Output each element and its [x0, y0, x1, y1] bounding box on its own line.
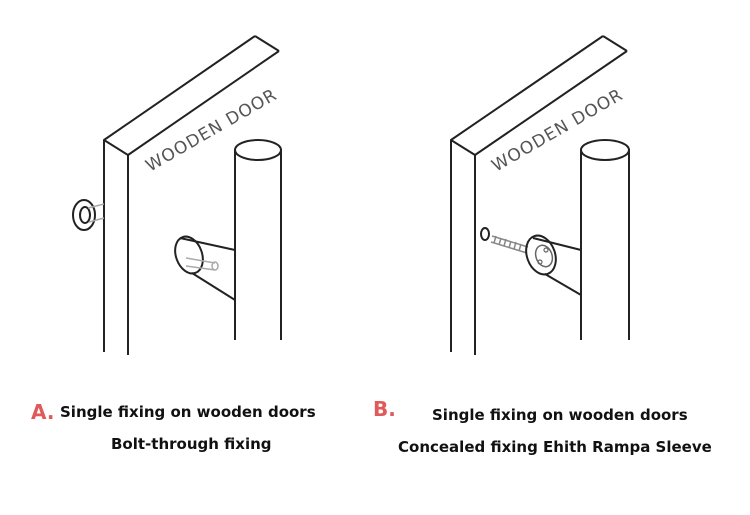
panel-a-letter: A.	[31, 400, 55, 424]
panel-b-door	[450, 35, 628, 355]
panel-b-sleeve	[525, 234, 582, 296]
panel-b-fixing-hole	[480, 227, 490, 241]
panel-b-letter: B.	[373, 397, 396, 421]
panel-b-illustration	[450, 35, 630, 355]
panel-a-caption-line2: Bolt-through fixing	[111, 435, 272, 453]
panel-a-caption-line1: Single fixing on wooden doors	[60, 403, 316, 421]
panel-b-handle-bar	[580, 139, 630, 340]
panel-a-door	[103, 35, 280, 355]
panel-b-caption-line1: Single fixing on wooden doors	[432, 406, 688, 424]
panel-a-back-washer	[72, 199, 105, 231]
panel-a-illustration	[72, 35, 282, 355]
panel-a-handle-bar	[234, 139, 282, 340]
panel-b-caption-line2: Concealed fixing Ehith Rampa Sleeve	[398, 438, 712, 456]
panel-a-standoff	[174, 235, 236, 301]
panel-b-threaded-screw	[490, 235, 529, 254]
